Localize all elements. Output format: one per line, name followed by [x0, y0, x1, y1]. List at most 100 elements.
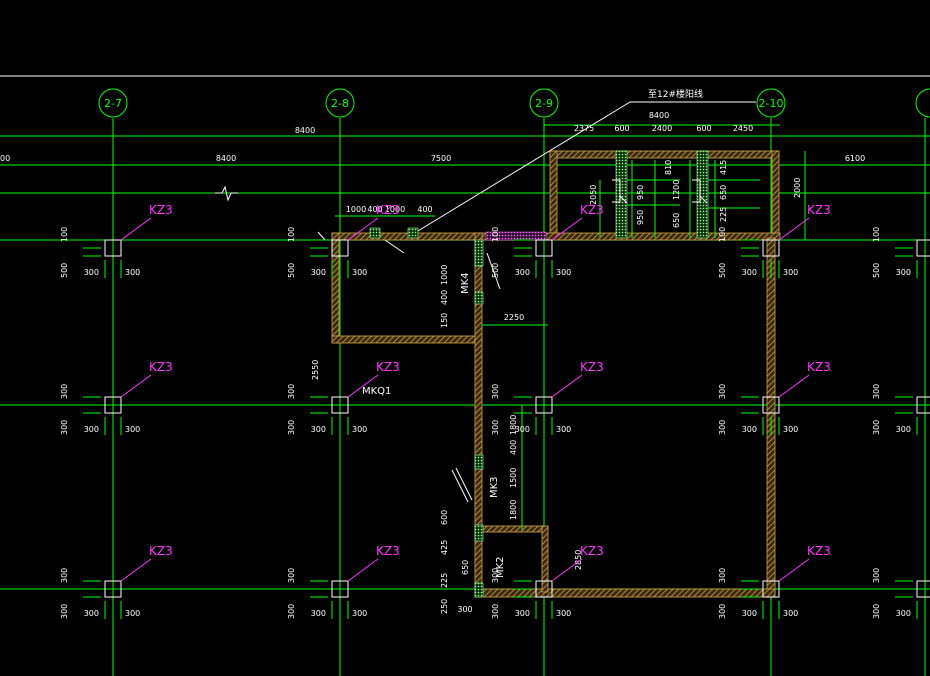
dim-300-bottom: 300: [457, 605, 472, 614]
column-dim-vertical-bottom: 300: [872, 420, 881, 435]
column-dim-left: 300: [515, 268, 530, 277]
column-dim-ticks: [310, 396, 349, 435]
column-dim-ticks: [514, 580, 553, 619]
column-kz3: [535, 396, 553, 414]
column-dim-vertical-top: 100: [60, 227, 69, 242]
kz3-leader: [778, 374, 810, 398]
column-kz3: [762, 580, 780, 598]
kz3-leader: [551, 558, 583, 582]
column-dim-vertical-top: 300: [60, 384, 69, 399]
column-dim-ticks: [895, 396, 926, 435]
kz3-label: KZ3: [580, 203, 604, 217]
column-dim-vertical-top: 300: [872, 568, 881, 583]
column-dim-right: 300: [125, 425, 140, 434]
column-dim-vertical-bottom: 300: [287, 420, 296, 435]
column-dim-vertical-bottom: 300: [718, 604, 727, 619]
top-wall-dim-1: 1000: [346, 205, 366, 214]
dim-1200: 1200: [672, 180, 681, 200]
upper-room-door-swings: [612, 179, 708, 204]
column-dim-left: 300: [311, 609, 326, 618]
dim-2850: 2850: [574, 550, 583, 570]
kz3-leader: [778, 217, 810, 241]
dim-1800-a: 1800: [509, 415, 518, 435]
column-dim-vertical-bottom: 500: [287, 263, 296, 278]
top-wall-dim-3: 1000: [385, 205, 405, 214]
dim-left-b: 7500: [431, 154, 451, 163]
kz3-leader: [551, 217, 583, 241]
column-dim-ticks: [895, 239, 926, 278]
column-dim-vertical-bottom: 500: [60, 263, 69, 278]
column-dim-right: 300: [783, 268, 798, 277]
column-kz3: [104, 239, 122, 257]
column-kz3: [331, 580, 349, 598]
column-dim-left: 300: [896, 425, 911, 434]
column-dim-vertical-bottom: 300: [491, 604, 500, 619]
kz3-label: KZ3: [376, 544, 400, 558]
dim-seg4: 600: [696, 124, 711, 133]
kz3-label: KZ3: [807, 360, 831, 374]
top-wall-dim-4: 400: [417, 205, 432, 214]
column-dim-right: 300: [352, 609, 367, 618]
column-dim-vertical-top: 300: [491, 384, 500, 399]
column-dim-left: 300: [896, 609, 911, 618]
column-dim-left: 300: [84, 425, 99, 434]
column-dim-left: 300: [84, 268, 99, 277]
column-kz3: [104, 396, 122, 414]
dim-225: 225: [440, 573, 449, 588]
column-dim-right: 300: [556, 268, 571, 277]
column-dim-vertical-top: 300: [491, 568, 500, 583]
column-dim-vertical-bottom: 500: [718, 263, 727, 278]
column-kz3: [916, 396, 930, 414]
column-dim-left: 300: [896, 268, 911, 277]
column-dim-ticks: [83, 580, 122, 619]
dim-left-a: 8400: [216, 154, 236, 163]
column-dim-ticks: [83, 239, 122, 278]
column-dim-ticks: [895, 580, 926, 619]
axis-bubble-2-8: 2-8: [325, 88, 355, 118]
dim-seg1: 2375: [574, 124, 594, 133]
kz3-leader: [778, 558, 810, 582]
kz3-leader: [347, 374, 379, 398]
masonry-fill: [369, 150, 709, 598]
column-dim-vertical-top: 100: [872, 227, 881, 242]
dim-600: 600: [440, 510, 449, 525]
column-dim-vertical-bottom: 500: [872, 263, 881, 278]
axis-label: 2-9: [535, 97, 553, 110]
column-kz3: [762, 239, 780, 257]
dim-1800-b: 1800: [509, 500, 518, 520]
kz3-label: KZ3: [376, 203, 400, 217]
column-kz3: [762, 396, 780, 414]
door-mkq1: MKQ1: [362, 386, 391, 397]
door-mk2: MK2: [495, 556, 506, 578]
dim-seg3: 2400: [652, 124, 672, 133]
annotation-text: 至12#楼阳线: [648, 88, 703, 100]
upper-room-partitions: [599, 160, 760, 238]
column-dim-left: 300: [515, 425, 530, 434]
dim-1000: 1000: [440, 265, 449, 285]
door-swings: [317, 231, 501, 503]
column-dim-ticks: [741, 239, 780, 278]
top-dimension-lines: [0, 124, 930, 194]
kz3-label: KZ3: [376, 360, 400, 374]
dim-150: 150: [440, 313, 449, 328]
dim-425: 425: [440, 540, 449, 555]
column-dim-vertical-bottom: 300: [491, 420, 500, 435]
column-dim-vertical-bottom: 300: [287, 604, 296, 619]
kz3-label: KZ3: [580, 544, 604, 558]
column-dim-right: 300: [352, 425, 367, 434]
kz3-leader: [120, 217, 152, 241]
column-dim-right: 300: [556, 609, 571, 618]
dim-2250: 2250: [504, 313, 524, 322]
kz3-label: KZ3: [580, 360, 604, 374]
door-mk4: MK4: [460, 272, 471, 294]
column-kz3: [535, 580, 553, 598]
axis-bubble-2-10: 2-10: [756, 88, 786, 118]
column-dim-vertical-top: 300: [287, 384, 296, 399]
column-dim-ticks: [310, 239, 349, 278]
column-kz3: [535, 239, 553, 257]
kz3-leader: [120, 374, 152, 398]
column-dim-ticks: [514, 396, 553, 435]
kz3-leader: [347, 558, 379, 582]
dim-850-b: 650: [461, 560, 470, 575]
axis-label: 2-10: [759, 97, 784, 110]
